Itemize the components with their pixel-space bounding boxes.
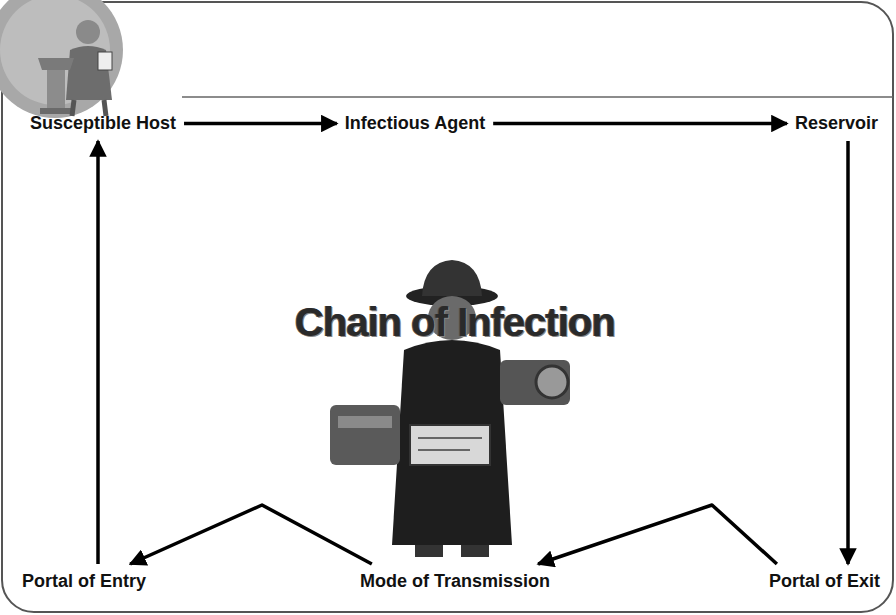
stage-text: Portal of Exit [769, 571, 880, 592]
stage-label: Susceptible Host [26, 110, 180, 137]
flow-arrow [184, 122, 337, 126]
speaker-clipart [0, 0, 123, 118]
stage-text: Susceptible Host [30, 113, 176, 134]
flow-arrow [130, 505, 372, 564]
stage-label: Infectious Agent [341, 110, 489, 137]
flow-arrow [493, 122, 787, 126]
stage-label: Reservoir [791, 110, 882, 137]
stage-text: Infectious Agent [345, 113, 485, 134]
stage-label: Portal of Entry [18, 568, 150, 595]
flow-arrow [846, 141, 850, 564]
diagram-title: Chain of Infection [295, 300, 615, 345]
stage-text: Mode of Transmission [360, 571, 550, 592]
divider-line [182, 96, 893, 98]
stage-label: Portal of Exit [765, 568, 884, 595]
flow-arrow [96, 141, 100, 564]
stage-label: Mode of Transmission [356, 568, 554, 595]
flow-arrow [538, 505, 777, 564]
stage-text: Portal of Entry [22, 571, 146, 592]
stage-text: Reservoir [795, 113, 878, 134]
